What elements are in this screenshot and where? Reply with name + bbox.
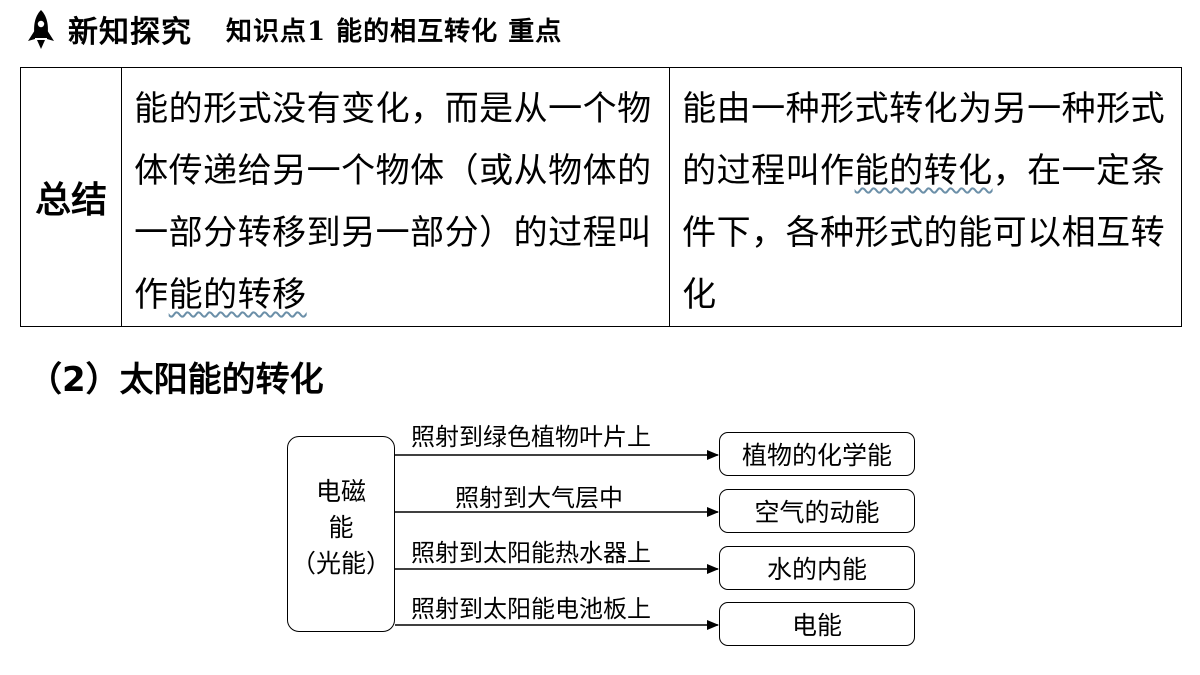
conversion-text-before: 能由一种形式转化为另一种形式的过程叫作 [682, 89, 1166, 191]
summary-table: 总结 能的形式没有变化，而是从一个物体传递给另一个物体（或从物体的一部分转移到另… [19, 67, 1182, 327]
branch-result: 电能 [719, 602, 915, 646]
header-subtitle: 知识点1 能的相互转化 重点 [226, 16, 563, 47]
source-line-3: （光能） [290, 549, 391, 578]
branch-result: 空气的动能 [719, 489, 915, 533]
energy-conversion-cell: 能由一种形式转化为另一种形式的过程叫作能的转化，在一定条件下，各种形式的能可以相… [669, 67, 1182, 327]
conversion-text-after: ，在一定条件下，各种形式的能可以相互转化 [682, 151, 1166, 315]
source-label: 电磁 能 （光能） [287, 474, 395, 582]
rocket-icon [28, 10, 54, 49]
branch-result: 水的内能 [719, 546, 915, 590]
page-header: 新知探究 知识点1 能的相互转化 重点 [22, 6, 562, 52]
branch-result: 植物的化学能 [719, 432, 915, 476]
transfer-keyword: 能的转移 [168, 275, 307, 315]
branch-condition: 照射到大气层中 [455, 484, 623, 512]
branch-condition: 照射到太阳能电池板上 [411, 595, 651, 623]
section-title: （2）太阳能的转化 [28, 360, 324, 400]
header-title: 新知探究 [68, 15, 192, 50]
energy-transfer-text: 能的形式没有变化，而是从一个物体传递给另一个物体（或从物体的一部分转移到另一部分… [122, 68, 669, 326]
energy-conversion-text: 能由一种形式转化为另一种形式的过程叫作能的转化，在一定条件下，各种形式的能可以相… [670, 68, 1181, 326]
summary-label-cell: 总结 [19, 67, 123, 327]
summary-row: 总结 能的形式没有变化，而是从一个物体传递给另一个物体（或从物体的一部分转移到另… [19, 67, 1182, 327]
branch-condition: 照射到绿色植物叶片上 [411, 423, 651, 451]
source-line-2: 能 [328, 513, 354, 542]
transfer-text-before: 能的形式没有变化，而是从一个物体传递给另一个物体（或从物体的一部分转移到另一部分… [134, 89, 652, 315]
branch-condition: 照射到太阳能热水器上 [411, 539, 651, 567]
source-box [287, 436, 395, 632]
energy-transfer-cell: 能的形式没有变化，而是从一个物体传递给另一个物体（或从物体的一部分转移到另一部分… [121, 67, 671, 327]
summary-label: 总结 [35, 180, 108, 221]
source-line-1: 电磁 [315, 477, 366, 506]
conversion-keyword: 能的转化 [854, 151, 993, 191]
